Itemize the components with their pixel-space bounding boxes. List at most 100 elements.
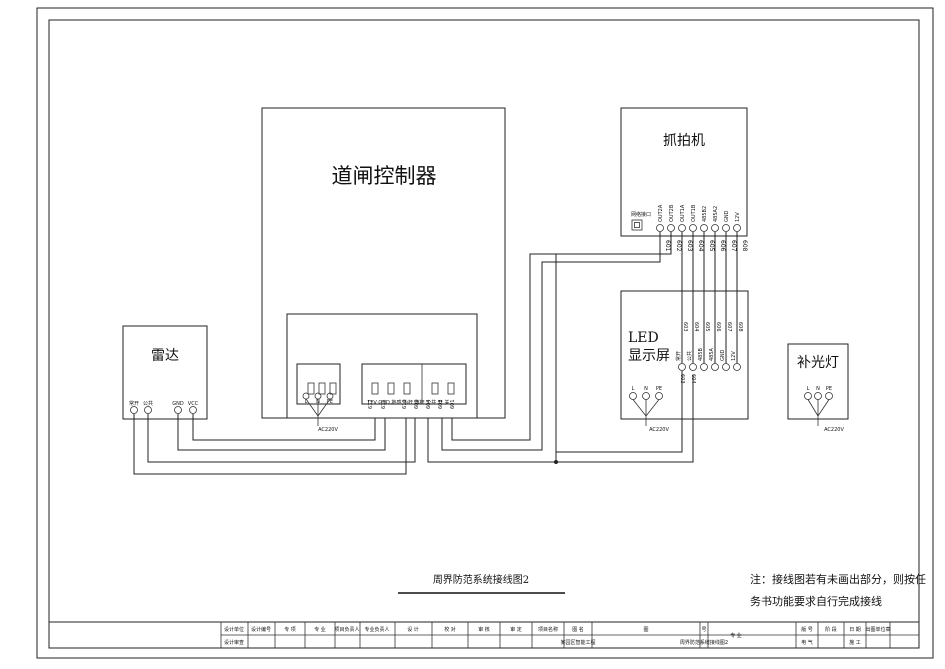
svg-text:606: 606 <box>715 322 721 332</box>
led-label-line1: LED <box>628 330 659 346</box>
fill-light-ac220v-label: AC220V <box>824 427 844 433</box>
svg-text:公共: 公共 <box>143 400 153 407</box>
svg-text:某园区智能工程: 某园区智能工程 <box>560 639 595 646</box>
svg-text:12V: 12V <box>731 351 737 361</box>
controller-ac220v-label: AC220V <box>318 427 338 433</box>
note-line1: 注：接线图若有未画出部分，则按任 <box>750 572 926 586</box>
svg-text:GND: GND <box>720 349 726 361</box>
svg-text:606: 606 <box>719 240 726 252</box>
title-block: 设计单位 设计审查 设计编号 专 项 专 业 项目负责人 专业负责人 设 计 校… <box>48 621 920 649</box>
svg-text:610: 610 <box>402 399 408 409</box>
note-line2: 务书功能要求自行完成接线 <box>750 594 882 608</box>
svg-text:常开: 常开 <box>675 351 682 361</box>
svg-text:号: 号 <box>701 627 706 633</box>
camera-label: 抓拍机 <box>663 133 705 149</box>
svg-text:601: 601 <box>450 399 456 409</box>
svg-text:项目负责人: 项目负责人 <box>334 626 359 633</box>
svg-text:项目名称: 项目名称 <box>538 626 558 633</box>
svg-text:版 号: 版 号 <box>801 626 813 633</box>
svg-text:图 名: 图 名 <box>572 626 584 633</box>
wiring-lines <box>133 232 738 475</box>
svg-text:OUT1B: OUT1B <box>691 204 697 222</box>
svg-text:607: 607 <box>726 322 732 332</box>
svg-text:OUT1A: OUT1A <box>680 204 686 222</box>
io-terminal-block <box>361 363 467 405</box>
svg-text:专 项: 专 项 <box>284 626 296 633</box>
svg-text:专 业: 专 业 <box>730 632 742 639</box>
fill-light: 补光灯 L N PE AC220V <box>787 343 849 433</box>
svg-text:设计编号: 设计编号 <box>251 626 271 633</box>
svg-text:VCC: VCC <box>188 401 199 407</box>
svg-text:公共: 公共 <box>686 351 693 361</box>
svg-text:L: L <box>305 399 308 405</box>
svg-text:612: 612 <box>368 399 374 409</box>
svg-text:605: 605 <box>708 240 715 252</box>
svg-text:12V GND 地感 抬杆 落杆 公共 开 关: 12V GND 地感 抬杆 落杆 公共 开 关 <box>367 399 449 406</box>
radar-label: 雷达 <box>151 348 179 364</box>
svg-text:审 核: 审 核 <box>478 626 490 633</box>
svg-text:PE: PE <box>826 386 832 392</box>
svg-text:OUT2B: OUT2B <box>669 204 675 222</box>
svg-text:常开: 常开 <box>129 400 139 407</box>
led-display: LED 显示屏 603 604 605 606 607 608 常开 公共 48… <box>620 290 749 433</box>
svg-text:485B2: 485B2 <box>702 206 708 222</box>
svg-text:周界防范系统接线图2: 周界防范系统接线图2 <box>680 639 728 646</box>
led-box <box>620 290 749 420</box>
radar-box <box>122 325 208 420</box>
network-port-label: 网络接口 <box>631 211 651 218</box>
svg-text:603: 603 <box>438 399 444 409</box>
svg-text:PE: PE <box>656 386 662 392</box>
led-ac220v-label: AC220V <box>649 427 669 433</box>
svg-text:608: 608 <box>741 240 748 252</box>
svg-text:OUT2A: OUT2A <box>658 204 664 222</box>
svg-text:专业负责人: 专业负责人 <box>364 626 389 633</box>
svg-text:图: 图 <box>643 627 648 633</box>
svg-text:L: L <box>807 386 810 392</box>
svg-text:608: 608 <box>737 322 743 332</box>
svg-text:604: 604 <box>693 322 699 332</box>
svg-text:阶 段: 阶 段 <box>825 626 837 633</box>
svg-text:设计单位: 设计单位 <box>224 626 244 633</box>
gate-controller: 道闸控制器 L N PE AC220V 12V GND 地感 抬杆 落杆 公共 … <box>261 107 506 433</box>
svg-text:603: 603 <box>682 322 688 332</box>
svg-text:施 工: 施 工 <box>849 639 861 646</box>
svg-text:607: 607 <box>730 240 737 252</box>
diagram-title: 周界防范系统接线图2 <box>433 573 529 586</box>
svg-text:605: 605 <box>704 322 710 332</box>
svg-text:609: 609 <box>414 399 420 409</box>
svg-text:GND: GND <box>172 401 184 407</box>
svg-text:602: 602 <box>675 240 682 252</box>
svg-text:日 期: 日 期 <box>849 627 861 633</box>
network-port-icon <box>631 219 643 231</box>
svg-text:审 定: 审 定 <box>510 626 522 633</box>
svg-text:N: N <box>644 386 648 392</box>
ac-terminal-block <box>296 363 341 405</box>
svg-text:485A: 485A <box>709 347 715 361</box>
svg-text:设计审查: 设计审查 <box>224 639 244 646</box>
svg-text:PE: PE <box>327 399 333 405</box>
outer-border <box>36 7 934 659</box>
svg-text:485B: 485B <box>698 347 704 361</box>
svg-text:电 气: 电 气 <box>801 639 813 646</box>
svg-text:设 计: 设 计 <box>407 626 419 633</box>
svg-text:604: 604 <box>426 399 432 409</box>
svg-text:611: 611 <box>381 399 387 409</box>
radar: 雷达 常开 公共 GND VCC <box>122 325 208 420</box>
gate-controller-label: 道闸控制器 <box>332 164 437 188</box>
gate-controller-box <box>261 107 506 419</box>
svg-text:出图单位章: 出图单位章 <box>865 626 890 633</box>
svg-text:专 业: 专 业 <box>314 626 326 633</box>
svg-text:12V: 12V <box>735 212 741 222</box>
svg-text:N: N <box>816 386 820 392</box>
svg-text:校 对: 校 对 <box>444 626 456 633</box>
svg-text:L: L <box>632 386 635 392</box>
led-label-line2: 显示屏 <box>628 348 670 364</box>
svg-text:603: 603 <box>686 240 693 252</box>
camera-box <box>620 107 748 237</box>
terminal-board <box>286 313 478 419</box>
svg-text:485A2: 485A2 <box>713 206 719 222</box>
svg-text:GND: GND <box>724 210 730 222</box>
svg-text:604: 604 <box>697 240 704 252</box>
